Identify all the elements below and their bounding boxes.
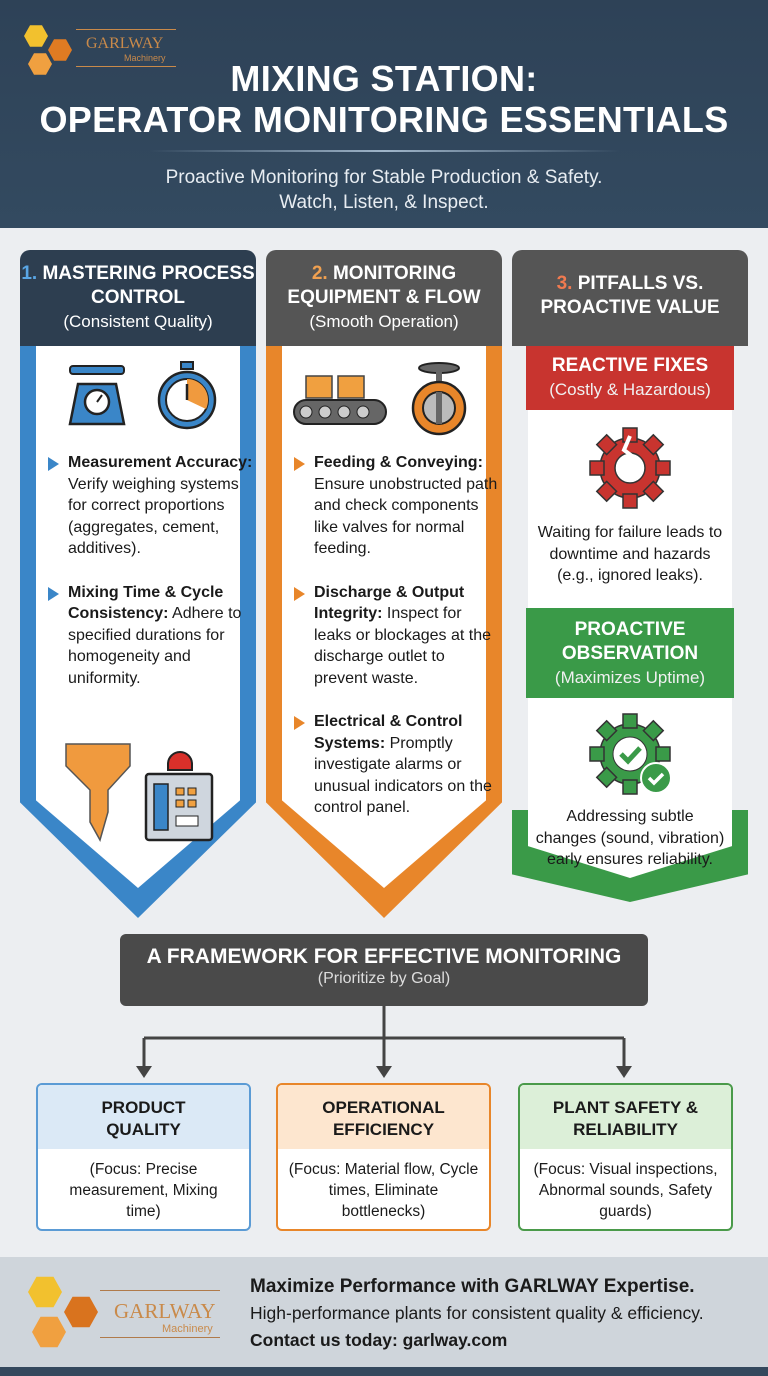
framework-subtitle: (Prioritize by Goal) — [317, 970, 451, 987]
item-text: Verify weighing systems for correct prop… — [68, 475, 239, 558]
goal-title: PLANT SAFETY & RELIABILITY — [520, 1085, 731, 1149]
goal-title: OPERATIONAL EFFICIENCY — [278, 1085, 489, 1149]
subtitle-line-2: Watch, Listen, & Inspect. — [279, 192, 489, 213]
column-items: Measurement Accuracy: Verify weighing sy… — [48, 452, 253, 711]
list-item: Feeding & Conveying: Ensure unobstructed… — [294, 452, 499, 560]
proactive-title: PROACTIVE OBSERVATION — [561, 619, 699, 664]
column-number: 2. — [311, 263, 328, 284]
gear-check-icon — [589, 713, 672, 795]
item-text: Promptly investigate alarms or unusual i… — [314, 734, 492, 817]
footer-brand-name: GARLWAY — [114, 1299, 216, 1323]
goal-focus: (Focus: Material flow, Cycle times, Elim… — [288, 1161, 479, 1220]
column-number: 1. — [21, 263, 38, 284]
footer: GARLWAY Machinery — [0, 1257, 768, 1367]
column-items: Feeding & Conveying: Ensure unobstructed… — [294, 452, 499, 841]
column-equipment-flow: 2. MONITORING EQUIPMENT & FLOW (Smooth O… — [266, 250, 502, 920]
brand-name: GARLWAY — [86, 35, 164, 52]
column-title: MONITORING EQUIPMENT & FLOW — [287, 263, 481, 308]
item-heading: Electrical & Control Systems: — [314, 713, 463, 752]
stopwatch-icon — [157, 361, 217, 430]
list-item: Mixing Time & Cycle Consistency: Adhere … — [48, 582, 253, 690]
proactive-subtitle: (Maximizes Uptime) — [554, 668, 706, 687]
footer-tagline: High-performance plants for consistent q… — [250, 1303, 704, 1323]
broken-gear-icon — [589, 427, 671, 509]
goal-title: PRODUCT QUALITY — [38, 1085, 249, 1149]
framework-connector-arrows — [136, 1006, 632, 1078]
item-text: Ensure unobstructed path and check compo… — [314, 475, 498, 558]
list-item: Measurement Accuracy: Verify weighing sy… — [48, 452, 253, 560]
goal-focus: (Focus: Visual inspections, Abnormal sou… — [533, 1161, 718, 1220]
title-line-2: OPERATOR MONITORING ESSENTIALS — [39, 99, 729, 140]
goal-focus: (Focus: Precise measurement, Mixing time… — [69, 1161, 218, 1220]
footer-brand-tagline: Machinery — [162, 1323, 213, 1335]
proactive-text: Addressing subtle changes (sound, vibrat… — [535, 808, 725, 868]
reactive-title: REACTIVE FIXES — [551, 355, 709, 376]
goal-box-product-quality: PRODUCT QUALITY (Focus: Precise measureme… — [36, 1083, 251, 1231]
column-pitfalls-vs-value: 3. PITFALLS VS. PROACTIVE VALUE REACTIVE… — [512, 250, 748, 920]
page-title: MIXING STATION:OPERATOR MONITORING ESSEN… — [0, 58, 768, 140]
brand-logo: GARLWAY Machinery — [20, 20, 180, 80]
column-header: 2. MONITORING EQUIPMENT & FLOW (Smooth O… — [266, 250, 502, 346]
list-item: Discharge & Output Integrity: Inspect fo… — [294, 582, 499, 690]
title-line-1: MIXING STATION: — [230, 58, 538, 99]
reactive-text: Waiting for failure leads to downtime an… — [537, 524, 723, 584]
column-title: MASTERING PROCESS CONTROL — [42, 263, 255, 308]
footer-text: Maximize Performance with GARLWAY Expert… — [250, 1273, 704, 1354]
hopper-icon — [65, 743, 131, 842]
framework-header: A FRAMEWORK FOR EFFECTIVE MONITORING (Pr… — [120, 934, 648, 1006]
reactive-fixes-band: REACTIVE FIXES (Costly & Hazardous) — [526, 346, 734, 410]
header: GARLWAY Machinery MIXING STATION:OPERATO… — [0, 0, 768, 228]
reactive-subtitle: (Costly & Hazardous) — [549, 380, 711, 399]
footer-bar — [0, 1367, 768, 1376]
item-text: Adhere to specified durations for homoge… — [68, 605, 242, 687]
list-item: Electrical & Control Systems: Promptly i… — [294, 711, 499, 819]
goal-box-plant-safety: PLANT SAFETY & RELIABILITY (Focus: Visual… — [518, 1083, 733, 1231]
subtitle-line-1: Proactive Monitoring for Stable Producti… — [165, 167, 603, 188]
item-heading: Feeding & Conveying: — [314, 454, 483, 471]
column-header: 1. MASTERING PROCESS CONTROL (Consistent… — [20, 250, 256, 346]
column-number: 3. — [556, 273, 573, 294]
brand-tagline: Machinery — [124, 53, 166, 63]
item-heading: Measurement Accuracy: — [68, 454, 253, 471]
proactive-observation-band: PROACTIVE OBSERVATION (Maximizes Uptime) — [526, 608, 734, 698]
conveyor-icon — [293, 375, 387, 425]
divider — [150, 150, 620, 152]
footer-brand-logo: GARLWAY Machinery — [24, 1273, 224, 1353]
column-title: PITFALLS VS. PROACTIVE VALUE — [540, 273, 720, 318]
footer-headline: Maximize Performance with GARLWAY Expert… — [250, 1276, 695, 1297]
column-header: 3. PITFALLS VS. PROACTIVE VALUE — [512, 250, 748, 346]
column-process-control: 1. MASTERING PROCESS CONTROL (Consistent… — [20, 250, 256, 920]
item-heading: Mixing Time & Cycle Consistency: — [68, 583, 224, 623]
item-text: Inspect for leaks or blockages at the di… — [314, 605, 491, 687]
scale-icon — [68, 365, 126, 426]
column-subtitle: (Consistent Quality) — [63, 312, 213, 331]
item-heading: Discharge & Output Integrity: — [314, 583, 465, 623]
framework-title: A FRAMEWORK FOR EFFECTIVE MONITORING — [146, 945, 622, 968]
valve-icon — [411, 362, 467, 436]
footer-contact-link[interactable]: Contact us today: garlway.com — [250, 1330, 508, 1350]
goal-box-operational-efficiency: OPERATIONAL EFFICIENCY (Focus: Material f… — [276, 1083, 491, 1231]
alarm-panel-icon — [144, 751, 214, 842]
column-subtitle: (Smooth Operation) — [309, 312, 459, 331]
page-subtitle: Proactive Monitoring for Stable Producti… — [0, 165, 768, 215]
